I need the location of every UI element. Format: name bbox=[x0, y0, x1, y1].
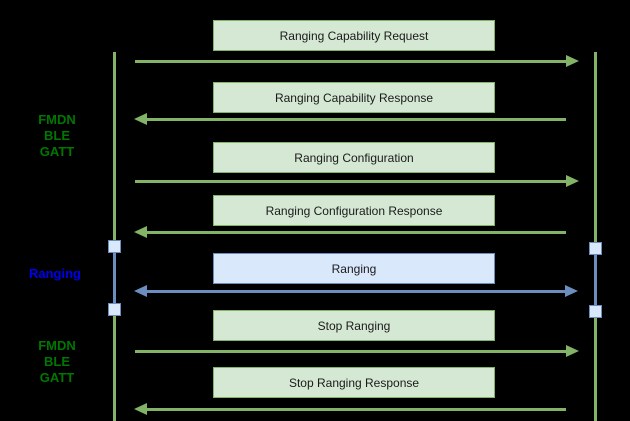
right-lifeline bbox=[594, 52, 597, 421]
arrowhead-left-icon bbox=[134, 226, 147, 238]
arrowhead-right-icon bbox=[565, 285, 578, 297]
ranging-activation-bar-right bbox=[594, 248, 597, 311]
arrowhead-right-icon bbox=[566, 175, 579, 187]
arrow-ranging bbox=[134, 285, 578, 298]
ranging-activation-bar-left bbox=[113, 246, 116, 309]
arrow-ranging-configuration-response bbox=[134, 226, 566, 239]
message-label: Ranging Capability Request bbox=[279, 28, 429, 43]
arrowhead-left-icon bbox=[134, 403, 147, 415]
message-box-ranging-capability-request: Ranging Capability Request bbox=[213, 20, 495, 51]
arrow-shaft bbox=[135, 180, 567, 183]
message-label: Ranging Configuration Response bbox=[265, 203, 443, 218]
arrow-shaft bbox=[146, 118, 566, 121]
message-label: Ranging bbox=[331, 261, 377, 276]
message-box-ranging-configuration-response: Ranging Configuration Response bbox=[213, 195, 495, 226]
arrowhead-right-icon bbox=[566, 55, 579, 67]
arrow-ranging-capability-request bbox=[135, 55, 579, 68]
arrowhead-right-icon bbox=[566, 345, 579, 357]
message-box-stop-ranging-response: Stop Ranging Response bbox=[213, 367, 495, 398]
message-label: Stop Ranging bbox=[317, 318, 391, 333]
left-lifeline bbox=[113, 52, 116, 421]
arrow-shaft bbox=[135, 350, 567, 353]
arrow-stop-ranging bbox=[135, 345, 579, 358]
arrowhead-left-icon bbox=[134, 285, 147, 297]
arrow-ranging-configuration bbox=[135, 175, 579, 188]
message-box-ranging: Ranging bbox=[213, 253, 495, 284]
phase-label-line: BLE bbox=[44, 128, 70, 143]
phase-label-line: BLE bbox=[44, 354, 70, 369]
phase-label-line: GATT bbox=[39, 144, 75, 159]
message-box-ranging-capability-response: Ranging Capability Response bbox=[213, 82, 495, 113]
arrow-stop-ranging-response bbox=[134, 403, 566, 416]
phase-label-ranging: Ranging bbox=[12, 266, 98, 282]
message-label: Stop Ranging Response bbox=[288, 375, 420, 390]
activation-marker bbox=[108, 303, 121, 316]
message-label: Ranging Configuration bbox=[294, 150, 414, 165]
phase-label-line: GATT bbox=[39, 370, 75, 385]
message-box-ranging-configuration: Ranging Configuration bbox=[213, 142, 495, 173]
phase-label-line: FMDN bbox=[38, 112, 76, 127]
arrowhead-left-icon bbox=[134, 113, 147, 125]
phase-label-fmdn-ble-gatt-bottom: FMDN BLE GATT bbox=[12, 338, 102, 386]
message-label: Ranging Capability Response bbox=[274, 90, 434, 105]
activation-marker bbox=[108, 240, 121, 253]
activation-marker bbox=[589, 305, 602, 318]
phase-label-line: Ranging bbox=[29, 266, 81, 281]
arrow-shaft bbox=[135, 60, 567, 63]
phase-label-fmdn-ble-gatt-top: FMDN BLE GATT bbox=[12, 112, 102, 160]
arrow-shaft bbox=[146, 231, 566, 234]
message-box-stop-ranging: Stop Ranging bbox=[213, 310, 495, 341]
phase-label-line: FMDN bbox=[38, 338, 76, 353]
activation-marker bbox=[589, 242, 602, 255]
arrow-shaft bbox=[146, 408, 566, 411]
arrow-ranging-capability-response bbox=[134, 113, 566, 126]
arrow-shaft bbox=[146, 290, 566, 293]
